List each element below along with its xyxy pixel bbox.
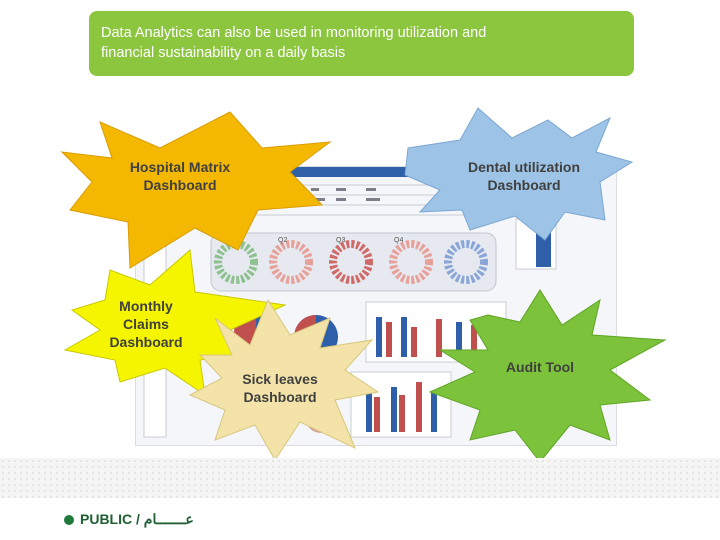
header-banner: Data Analytics can also be used in monit… [89, 11, 634, 76]
classification-dot-icon [64, 515, 74, 525]
hospital-matrix-star [60, 111, 332, 269]
classification-label: PUBLIC / عـــــــام [80, 511, 194, 527]
hospital-matrix-label-line2: Dashboard [143, 177, 217, 193]
monthly-claims-label-line2: Claims [123, 316, 169, 332]
audit-tool-label-line1: Audit Tool [505, 359, 575, 375]
dental-star [404, 107, 634, 241]
monthly-claims-label-line1: Monthly [119, 298, 173, 314]
dental-label-line1: Dental utilization [468, 159, 580, 175]
quarter-label-q2: Q2 [278, 237, 287, 244]
quarter-label-q4: Q4 [394, 237, 403, 244]
audit-tool-star [428, 289, 667, 463]
footer [0, 498, 720, 540]
bottom-bar-chart [350, 371, 452, 438]
monthly-claims-label: Monthly Claims Dashboard [100, 297, 192, 351]
sick-leaves-label: Sick leaves Dashboard [230, 370, 330, 406]
dental-label-line2: Dashboard [487, 177, 561, 193]
donut-row [214, 240, 488, 284]
sick-leaves-star [188, 298, 380, 461]
dental-label: Dental utilization Dashboard [458, 158, 590, 194]
header-line-1: Data Analytics can also be used in monit… [101, 25, 487, 41]
header-line-2: financial sustainability on a daily basi… [101, 45, 346, 61]
sick-leaves-label-line2: Dashboard [243, 389, 317, 405]
sick-leaves-label-line1: Sick leaves [242, 371, 318, 387]
hospital-matrix-label-line1: Hospital Matrix [129, 159, 231, 175]
audit-tool-label: Audit Tool [495, 358, 585, 376]
footer-pattern-band [0, 458, 720, 498]
dashboard-top-bar [146, 167, 476, 177]
quarter-label-q3: Q3 [336, 237, 345, 244]
monthly-claims-label-line3: Dashboard [109, 334, 183, 350]
hospital-matrix-label: Hospital Matrix Dashboard [120, 158, 240, 194]
